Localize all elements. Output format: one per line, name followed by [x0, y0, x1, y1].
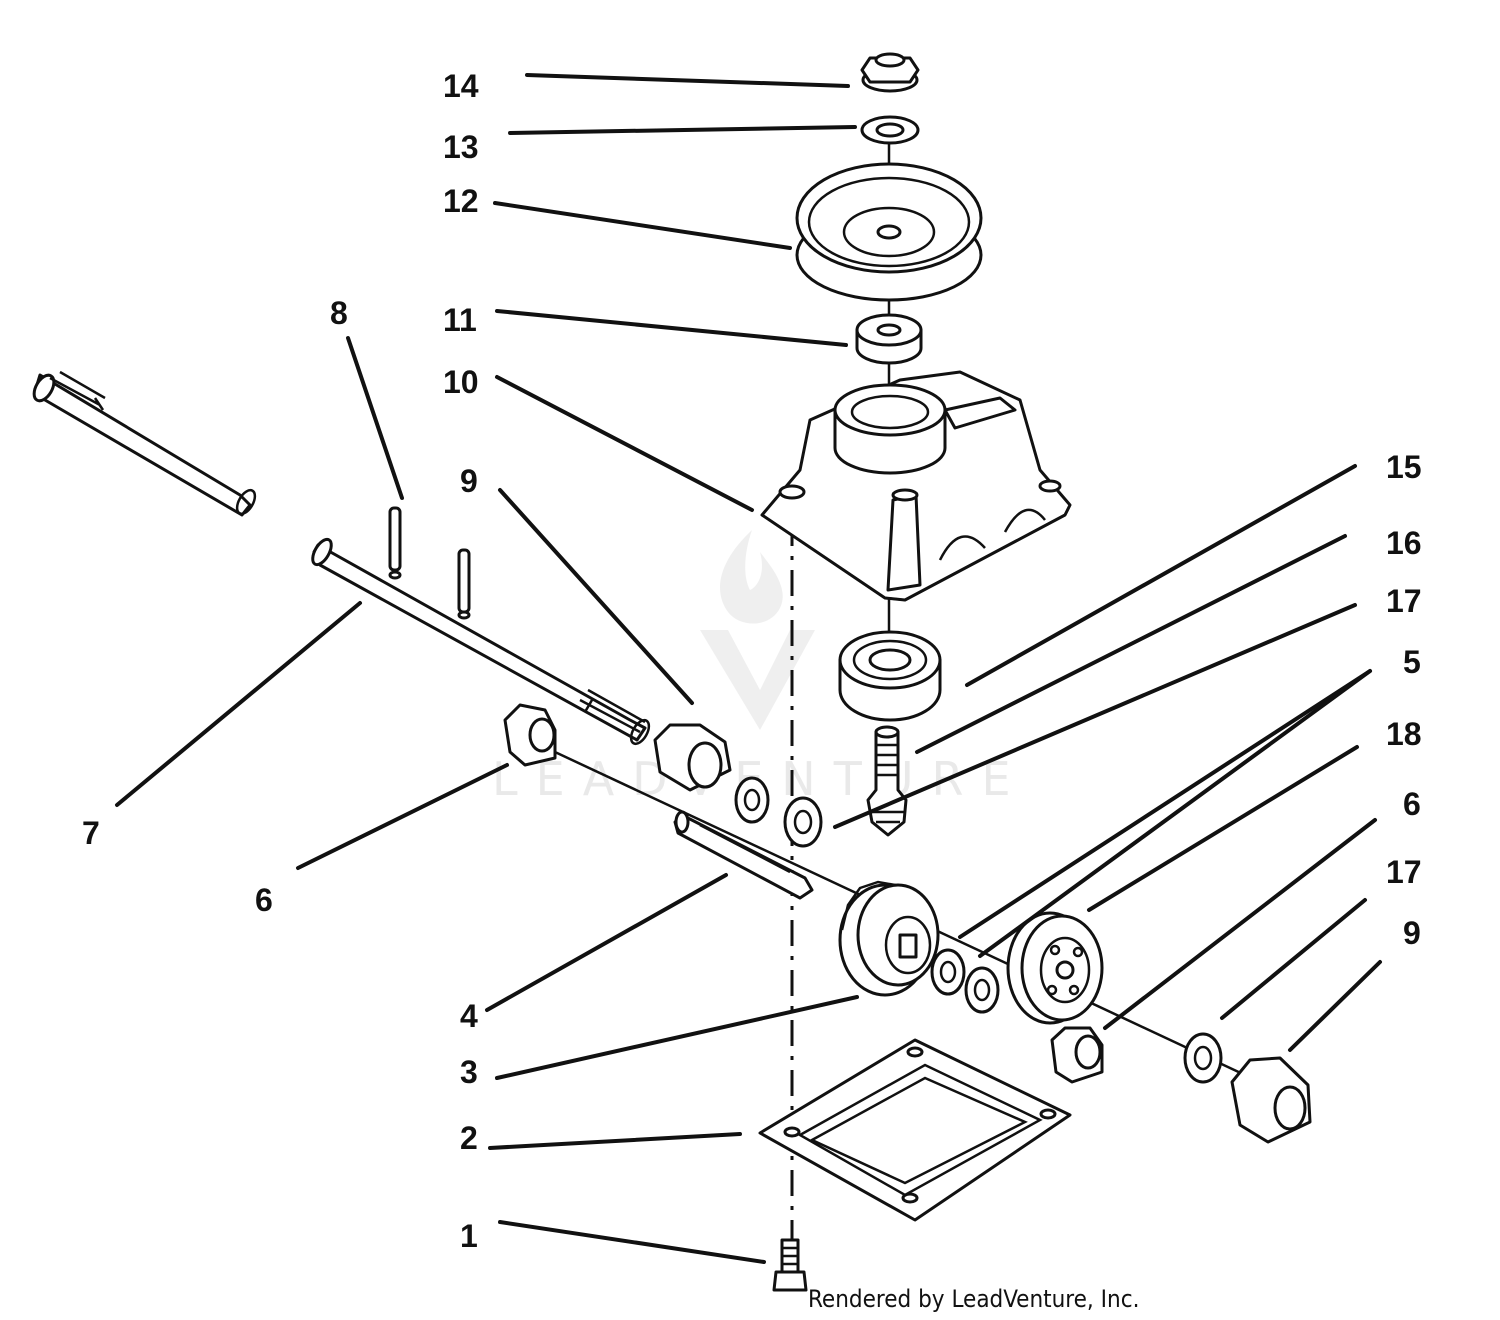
leader-lines	[115, 73, 1382, 1264]
pulley	[795, 162, 983, 302]
watermark-v-icon	[700, 630, 815, 730]
callout-3: 3	[460, 1054, 478, 1090]
callout-11: 11	[443, 302, 477, 338]
callout-17-upper: 17	[1386, 583, 1422, 619]
callout-9-left: 9	[460, 463, 478, 499]
callout-1: 1	[460, 1218, 478, 1254]
roll-pin-right	[457, 548, 471, 620]
callout-16: 16	[1386, 525, 1422, 561]
bushing-left	[503, 703, 557, 767]
bearing-bushing-right	[1230, 1056, 1312, 1144]
thrust-washer-a	[734, 776, 770, 824]
render-credit: Rendered by LeadVenture, Inc.	[808, 1285, 1139, 1313]
callout-4: 4	[460, 998, 478, 1034]
spacer	[855, 313, 923, 365]
callout-18: 18	[1386, 716, 1422, 752]
axle-shaft-lower	[311, 537, 651, 746]
callout-12: 12	[443, 183, 479, 219]
callout-14: 14	[443, 68, 479, 104]
drive-shaft	[673, 810, 814, 900]
callout-6-right: 6	[1403, 786, 1421, 822]
callout-10: 10	[443, 364, 479, 400]
bevel-gear	[838, 880, 940, 997]
thrust-washer-b	[783, 796, 823, 848]
housing-cover	[760, 370, 1072, 602]
callout-5: 5	[1403, 644, 1421, 680]
axle-shaft-upper	[32, 370, 257, 517]
callout-6-left: 6	[255, 882, 273, 918]
callout-8: 8	[330, 295, 348, 331]
thrust-washer-right	[1183, 1032, 1223, 1084]
bearing	[838, 630, 942, 722]
gasket-plate	[758, 1038, 1072, 1222]
roll-pin-left	[388, 506, 402, 580]
callout-7: 7	[82, 815, 100, 851]
watermark-flame-icon	[720, 530, 783, 624]
flange-nut	[860, 52, 920, 93]
pulley-washer	[860, 115, 920, 145]
bushing-right	[1050, 1026, 1104, 1084]
hex-bolt	[772, 1238, 808, 1292]
callout-17-lower: 17	[1386, 854, 1422, 890]
gear-washer-b	[964, 966, 1000, 1014]
callout-2: 2	[460, 1120, 478, 1156]
gear-washer-a	[930, 948, 966, 996]
callout-numbers: 14 13 12 11 10 9 8 7 6 4 3 2 1 15 16 17 …	[82, 68, 1422, 1254]
callout-13: 13	[443, 129, 479, 165]
callout-15: 15	[1386, 449, 1422, 485]
bearing-bushing-left	[653, 723, 732, 792]
spur-gear	[1006, 911, 1104, 1025]
callout-9-right: 9	[1403, 915, 1421, 951]
